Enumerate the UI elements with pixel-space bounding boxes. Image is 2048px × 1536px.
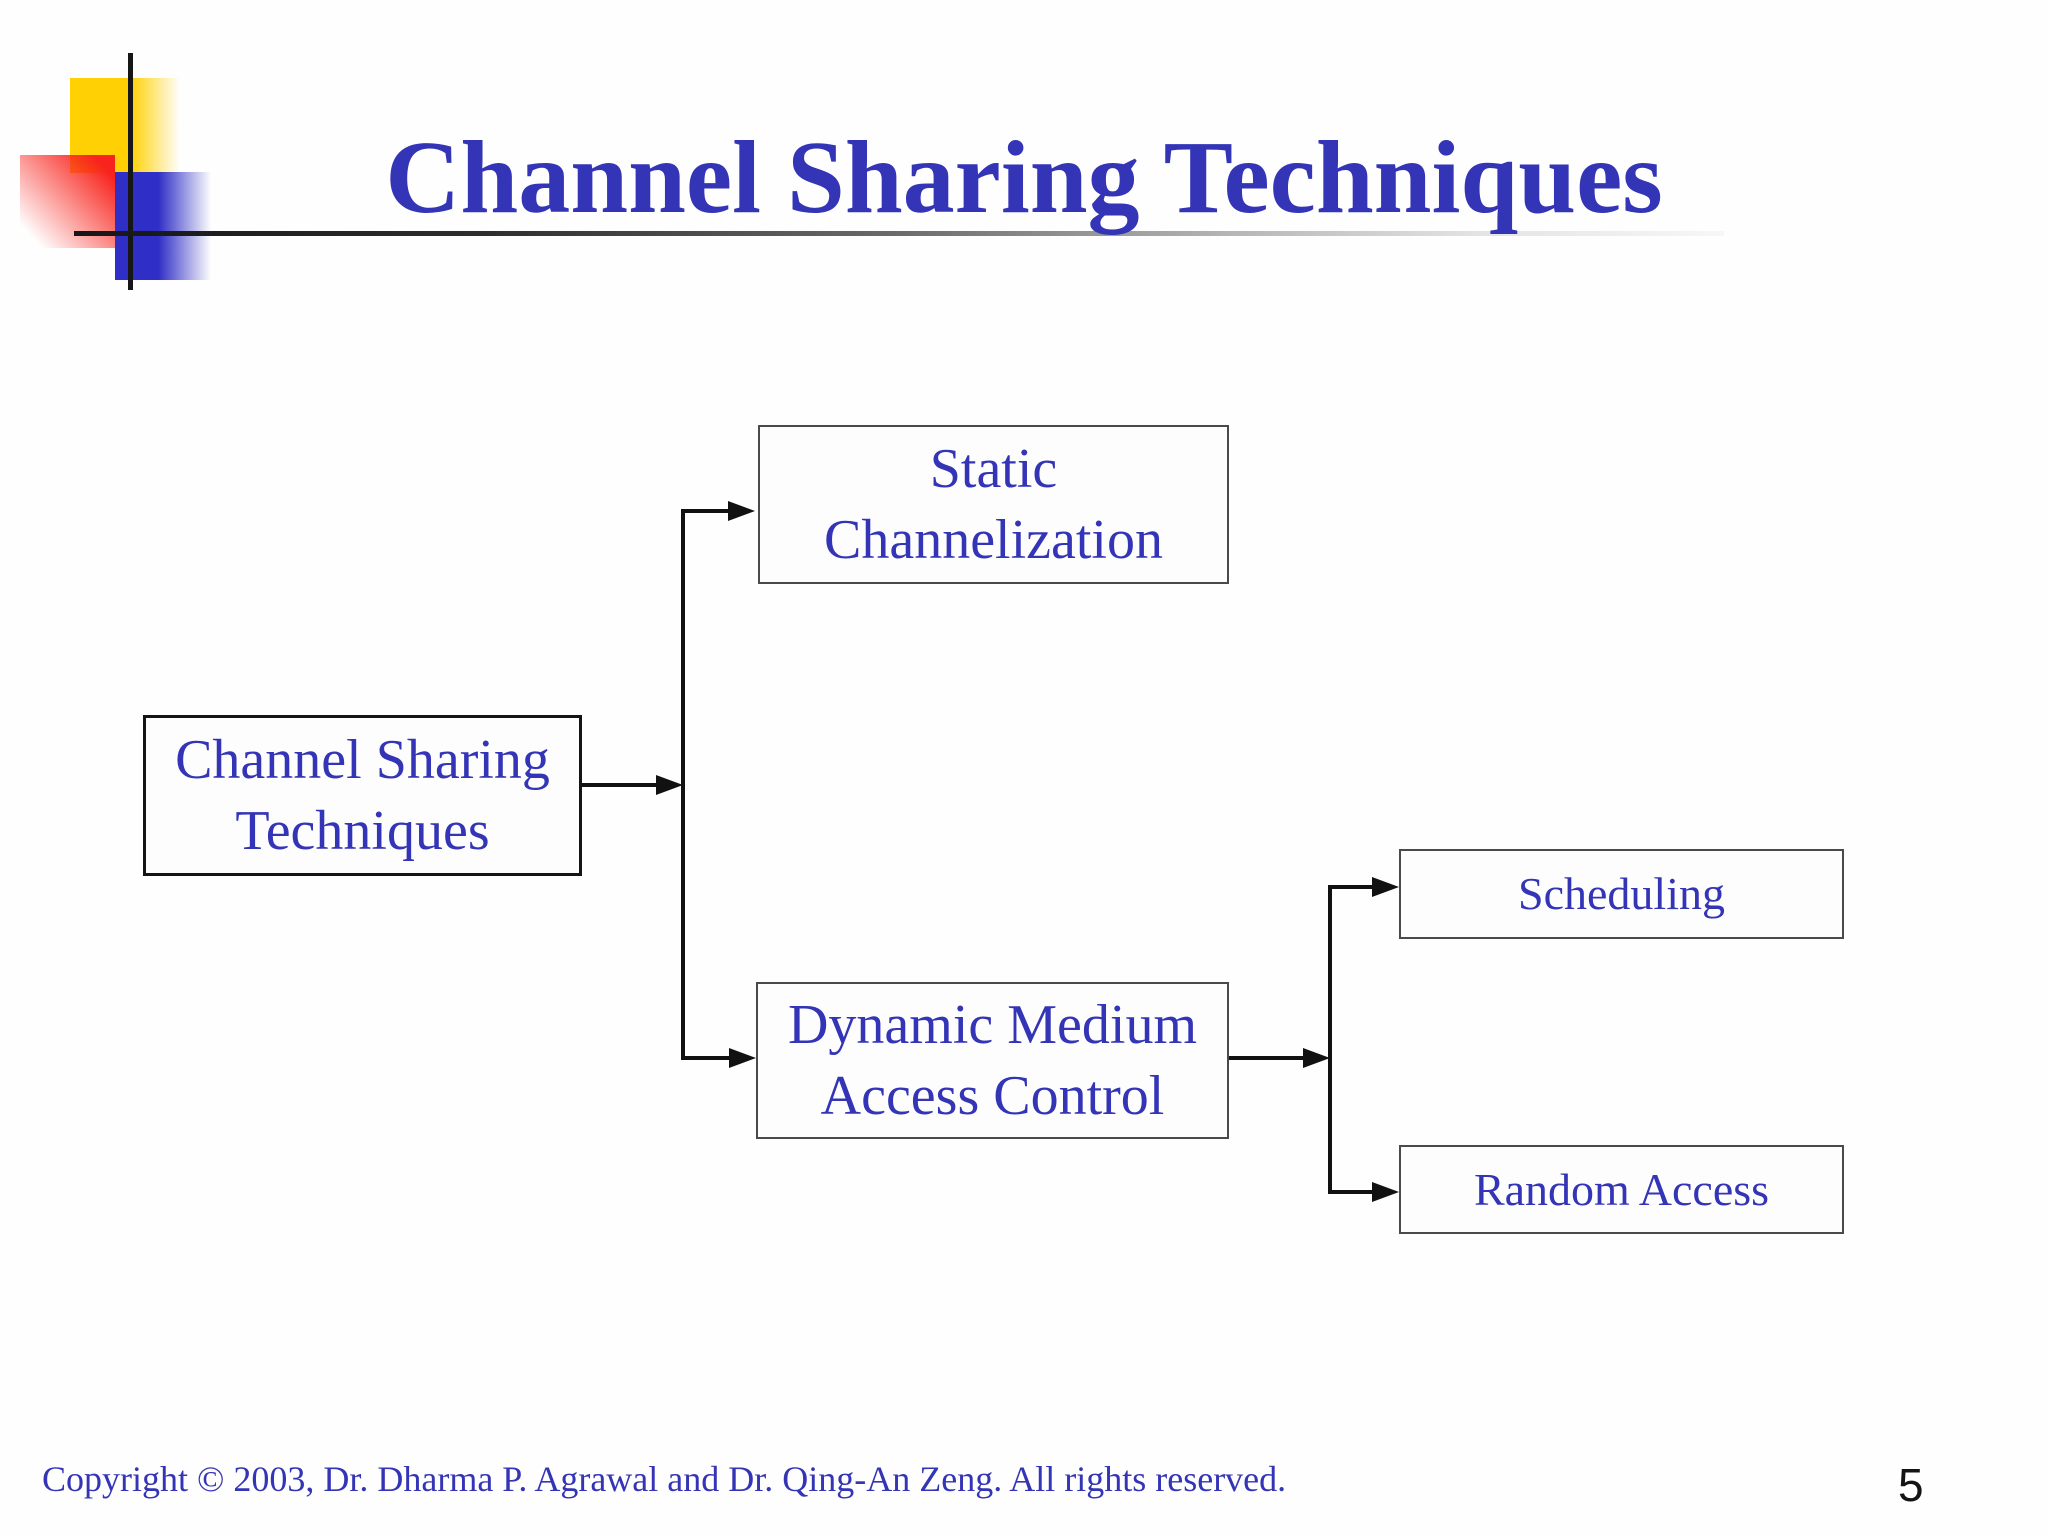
node-label-line: Dynamic Medium	[787, 993, 1198, 1056]
edge-dynamic-out-line	[1229, 1056, 1303, 1060]
node-static-channelization: Static Channelization	[758, 425, 1229, 584]
edge-right-trunk-line	[1328, 885, 1332, 1194]
edge-root-out-arrowhead-icon	[656, 775, 683, 795]
edge-left-trunk-line	[681, 509, 685, 1060]
node-channel-sharing-techniques: Channel Sharing Techniques	[143, 715, 582, 876]
edge-to-dynamic-line	[683, 1056, 729, 1060]
node-label-line: Access Control	[820, 1064, 1165, 1127]
node-dynamic-medium-access-control: Dynamic Medium Access Control	[756, 982, 1229, 1139]
node-label-line: Static	[929, 437, 1058, 500]
edge-to-static-arrowhead-icon	[728, 501, 755, 521]
node-label-line: Random Access	[1473, 1163, 1770, 1215]
slide-title: Channel Sharing Techniques	[385, 120, 1663, 235]
edge-to-random-line	[1330, 1190, 1372, 1194]
edge-to-static-line	[683, 509, 728, 513]
node-label-line: Techniques	[235, 799, 490, 862]
edge-to-scheduling-arrowhead-icon	[1372, 877, 1399, 897]
edge-root-out-line	[582, 783, 656, 787]
footer-copyright: Copyright © 2003, Dr. Dharma P. Agrawal …	[42, 1459, 1287, 1499]
node-random-access: Random Access	[1399, 1145, 1844, 1234]
page-number: 5	[1898, 1459, 1924, 1511]
node-scheduling: Scheduling	[1399, 849, 1844, 939]
node-label-line: Scheduling	[1518, 868, 1725, 920]
node-label-line: Channelization	[823, 508, 1163, 571]
edge-to-scheduling-line	[1330, 885, 1372, 889]
node-label-line: Channel Sharing	[175, 728, 550, 791]
decoration-vertical-line	[128, 53, 133, 290]
edge-dynamic-out-arrowhead-icon	[1303, 1048, 1330, 1068]
edge-to-dynamic-arrowhead-icon	[729, 1048, 756, 1068]
edge-to-random-arrowhead-icon	[1372, 1182, 1399, 1202]
title-underline-rule	[74, 231, 1724, 236]
